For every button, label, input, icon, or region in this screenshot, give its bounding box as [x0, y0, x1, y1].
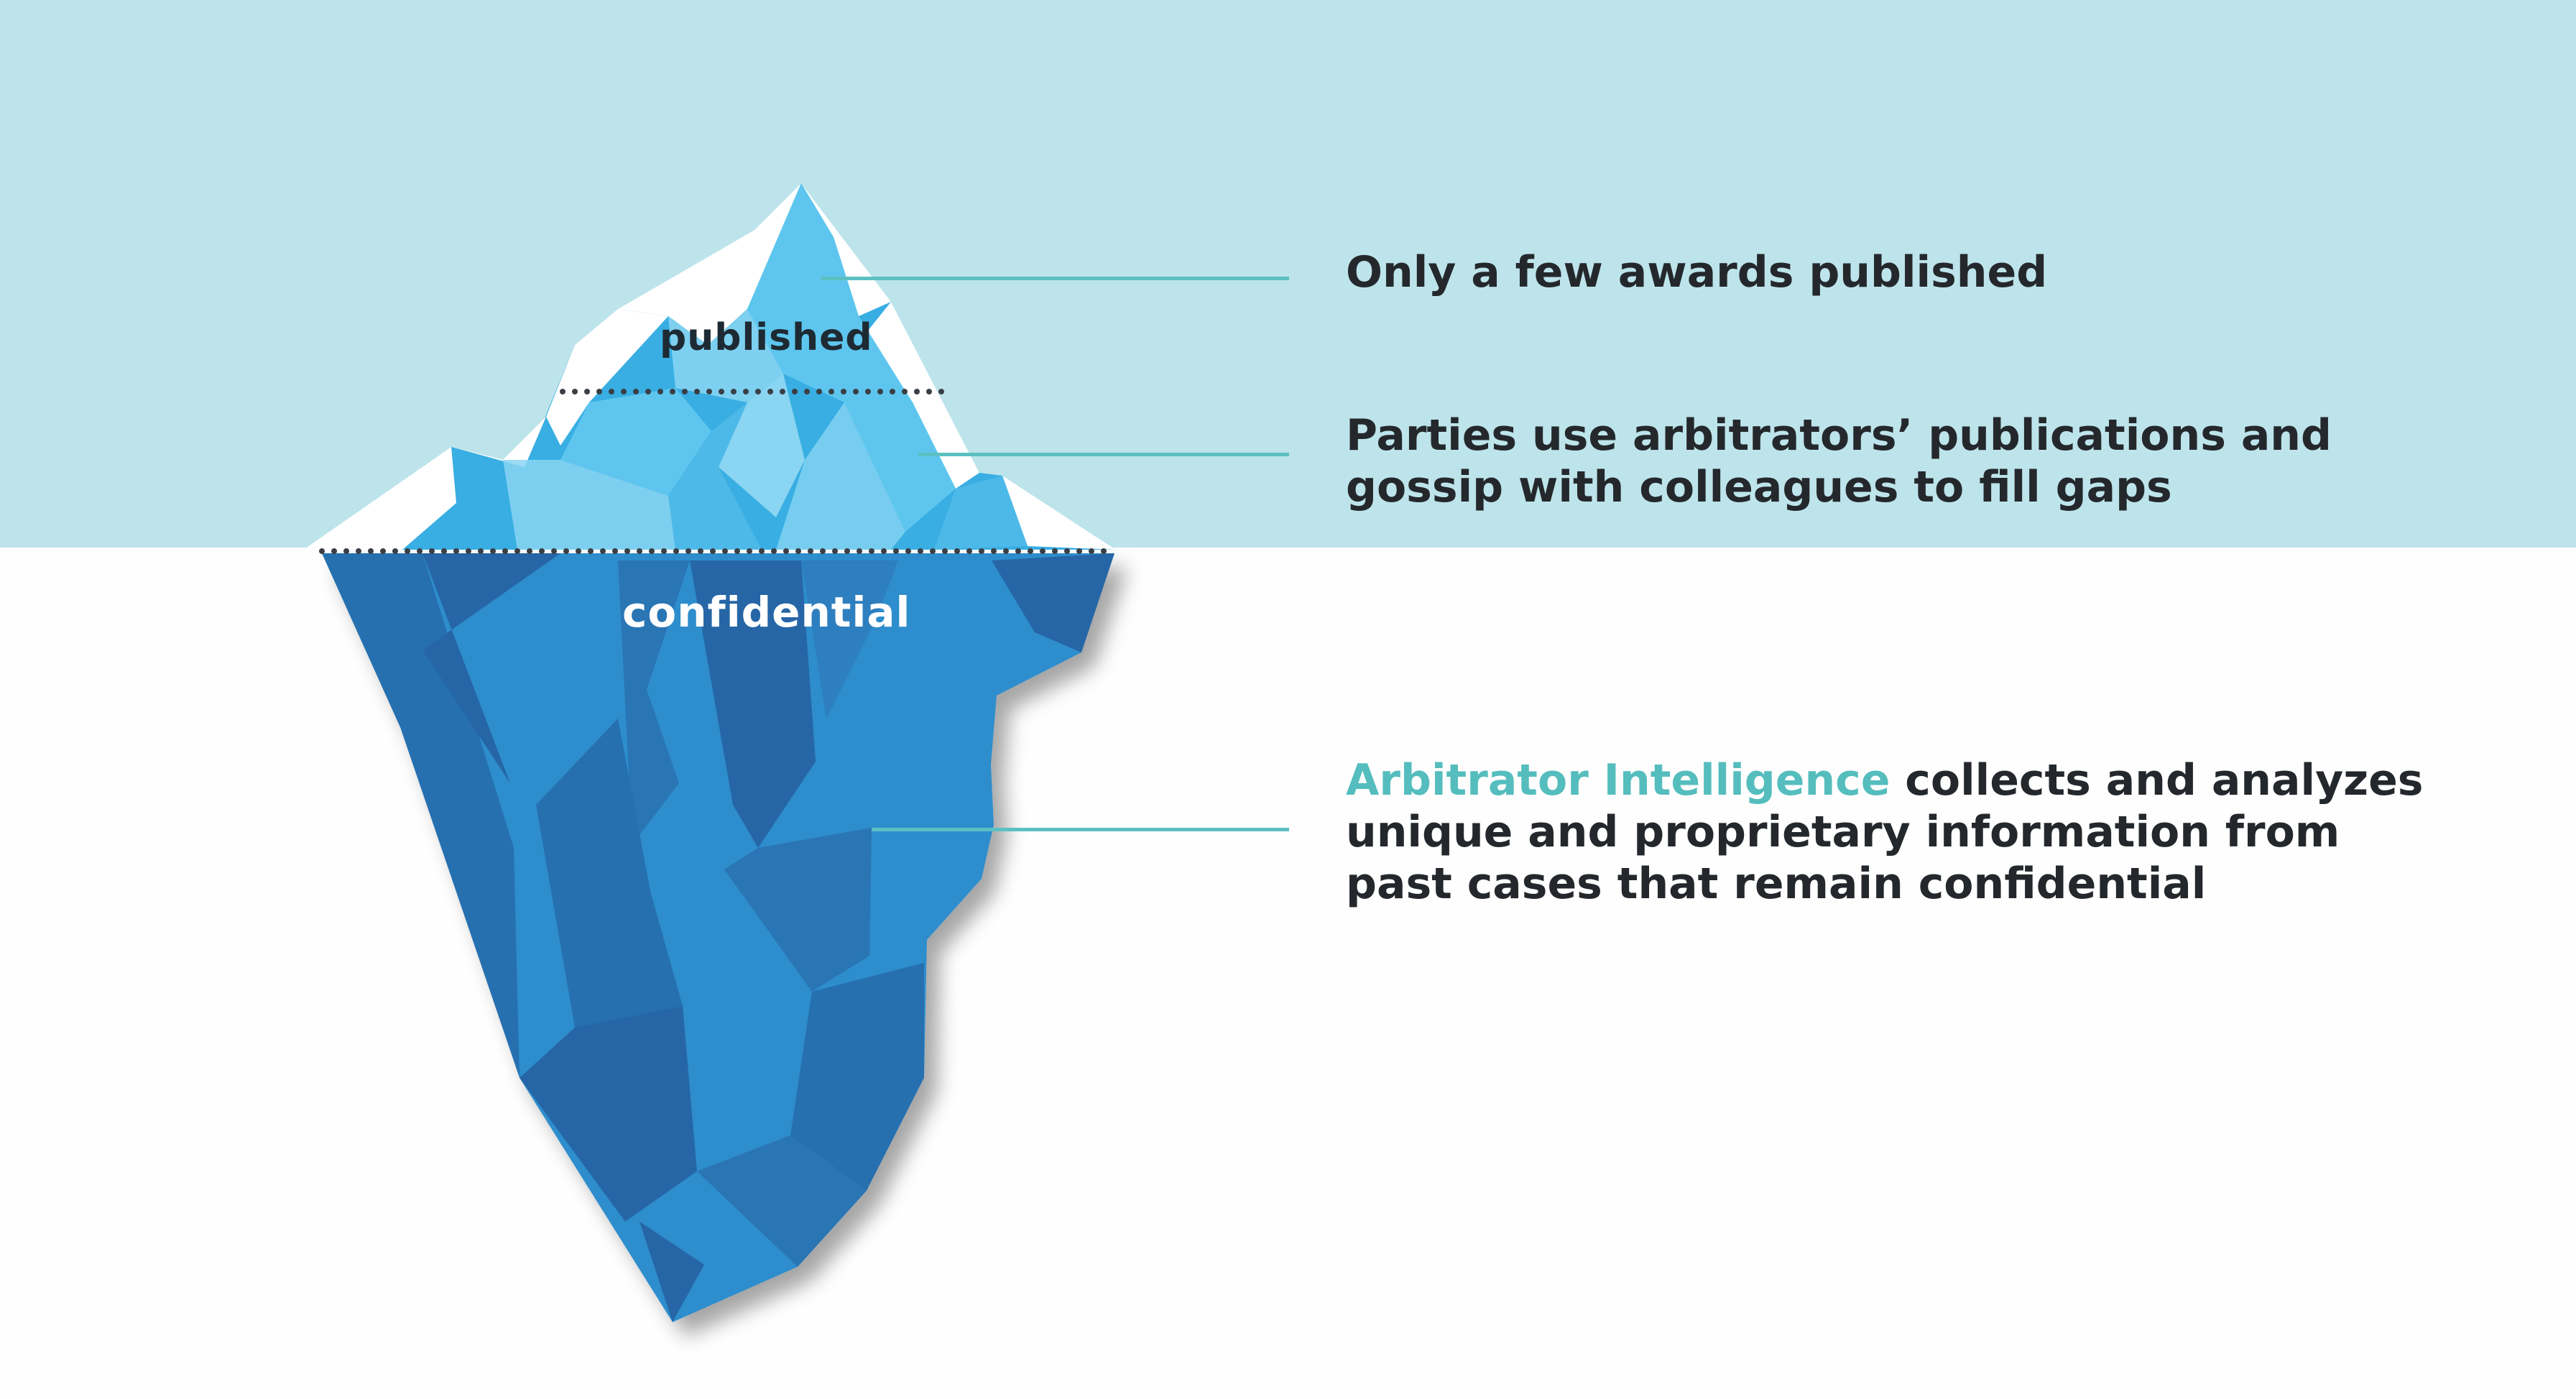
callout-line: Only a few awards published [1346, 247, 2048, 297]
callout-line-rest: collects and analyzes [1890, 755, 2424, 805]
callout-line: Parties use arbitrators’ publications an… [1346, 410, 2332, 461]
callout-connector-1 [821, 277, 1289, 280]
callout-line: Arbitrator Intelligence collects and ana… [1346, 754, 2424, 806]
confidential-label: confidential [622, 588, 911, 637]
iceberg-underwater [322, 553, 1114, 1322]
callout-line: unique and proprietary information from [1346, 807, 2340, 857]
callout-awards-published: Only a few awards published [1346, 246, 2047, 298]
callout-line: past cases that remain confidential [1346, 859, 2207, 909]
iceberg-tip [303, 183, 1116, 550]
callout-arbitrator-intelligence: Arbitrator Intelligence collects and ana… [1346, 754, 2424, 910]
sky-background [0, 0, 2576, 548]
callout-line: gossip with colleagues to fill gaps [1346, 462, 2172, 512]
callout-parties-fill-gaps: Parties use arbitrators’ publications an… [1346, 410, 2332, 513]
brand-name: Arbitrator Intelligence [1346, 755, 1891, 805]
published-label: published [660, 316, 873, 359]
callout-connector-3 [872, 828, 1289, 831]
callout-connector-2 [918, 453, 1289, 456]
